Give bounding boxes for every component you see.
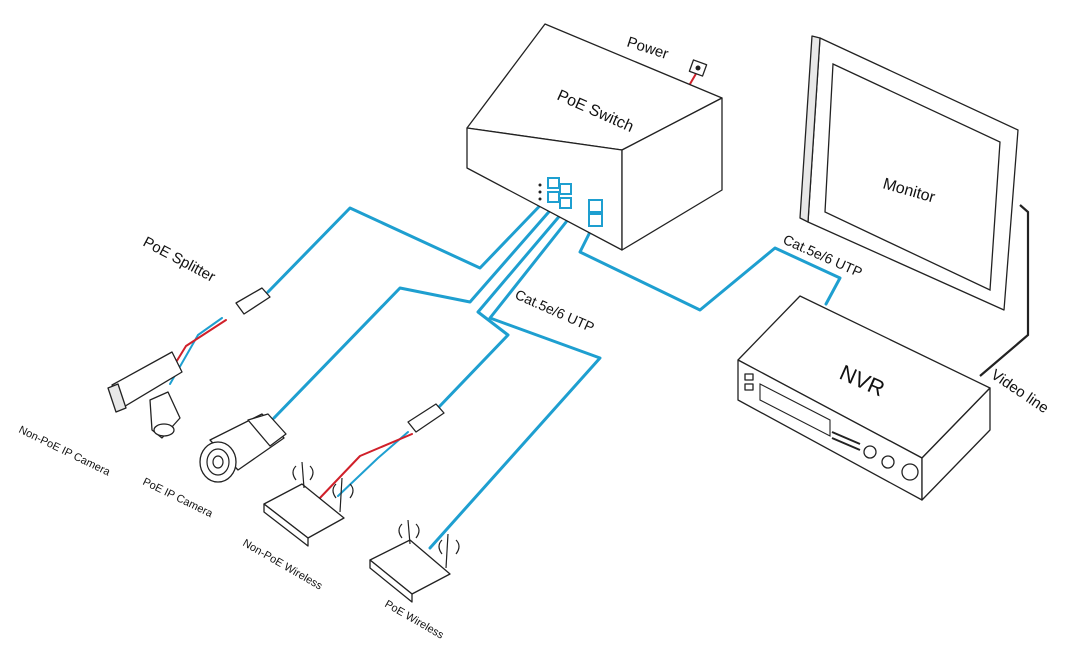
cable-poe-camera xyxy=(272,196,563,420)
cable-splitter-wireless xyxy=(436,204,570,410)
nvr-icon xyxy=(737,295,991,501)
label-video-line: Video line xyxy=(988,366,1052,417)
cables xyxy=(169,71,1030,550)
poe-splitter-icon xyxy=(235,287,445,433)
monitor-icon xyxy=(799,35,1019,311)
splitter-power-wireless xyxy=(317,433,413,501)
splitter-data-wireless xyxy=(337,431,409,497)
video-line-cable xyxy=(979,204,1030,377)
label-power: Power xyxy=(625,34,671,63)
poe-wireless-icon xyxy=(369,519,460,603)
label-poe-splitter: PoE Splitter xyxy=(140,234,218,286)
non-poe-ip-camera-icon xyxy=(107,351,183,439)
switch-ports xyxy=(538,177,603,227)
poe-switch-icon xyxy=(466,23,723,251)
label-poe-ip-camera: PoE IP Camera xyxy=(141,476,216,521)
label-cat-utp-mid: Cat.5e/6 UTP xyxy=(513,286,597,335)
poe-ip-camera-icon xyxy=(199,413,287,483)
label-non-poe-ip-camera: Non-PoE IP Camera xyxy=(17,424,113,479)
power-plug-icon xyxy=(688,59,708,77)
cable-nvr-uplink xyxy=(578,218,842,312)
non-poe-wireless-icon xyxy=(263,461,354,547)
label-poe-wireless: PoE Wireless xyxy=(383,598,447,642)
cable-poe-wireless xyxy=(428,210,602,550)
cable-splitter-camera xyxy=(266,188,557,294)
label-non-poe-wireless: Non-PoE Wireless xyxy=(241,537,325,593)
